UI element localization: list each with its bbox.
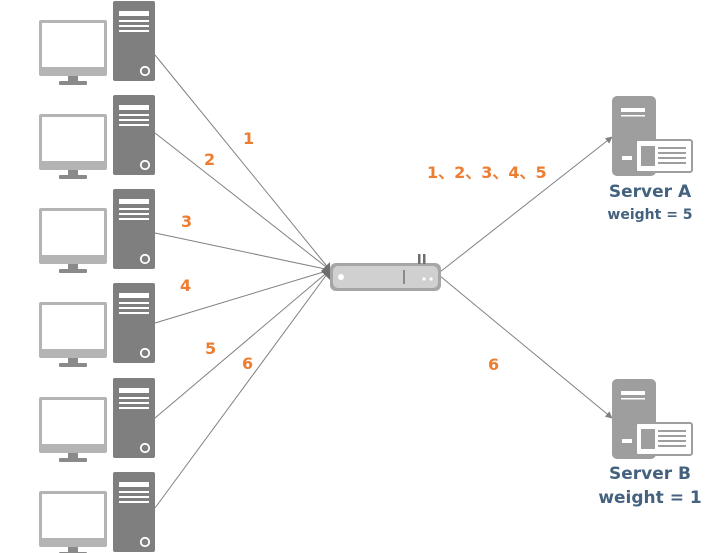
server-a: Server A weight = 5 (607, 95, 693, 223)
tower-pc-icon (112, 94, 156, 176)
arrow-to-server-b (439, 275, 613, 419)
monitor-icon (39, 208, 107, 273)
request-label-4: 4 (180, 276, 191, 295)
tower-pc-icon (112, 188, 156, 270)
monitor-icon (39, 20, 107, 85)
monitor-icon (39, 114, 107, 179)
client-group (39, 0, 156, 553)
tower-pc-icon (112, 377, 156, 459)
connection-line-5 (154, 269, 331, 419)
client-connection-lines (154, 54, 331, 509)
server-a-name: Server A (609, 182, 692, 202)
connection-line-4 (154, 269, 331, 324)
monitor-icon (39, 491, 107, 553)
server-b: Server B weight = 1 (598, 378, 702, 508)
request-label-3: 3 (181, 212, 192, 231)
request-label-6: 6 (242, 354, 253, 373)
server-icon (611, 95, 693, 177)
tower-pc-icon (112, 282, 156, 364)
monitor-icon (39, 397, 107, 462)
server-connection-arrows (439, 136, 613, 419)
tower-pc-icon (112, 0, 156, 82)
request-label-2: 2 (204, 150, 215, 169)
arrow-to-server-a (439, 136, 613, 273)
request-labels: 1 2 3 4 5 6 (180, 129, 254, 373)
tower-pc-icon (112, 471, 156, 553)
server-b-weight: weight = 1 (598, 488, 701, 508)
server-a-weight: weight = 5 (607, 207, 692, 223)
connection-line-6 (154, 269, 331, 509)
connection-line-2 (154, 132, 331, 271)
load-balancer-icon (321, 254, 441, 291)
server-a-requests-label: 1、2、3、4、5 (427, 163, 547, 182)
connection-line-3 (154, 232, 331, 271)
server-b-requests-label: 6 (488, 355, 499, 374)
server-icon (611, 378, 693, 460)
monitor-icon (39, 302, 107, 367)
request-label-5: 5 (205, 339, 216, 358)
connection-line-1 (154, 54, 331, 271)
server-b-name: Server B (609, 464, 691, 484)
request-label-1: 1 (243, 129, 254, 148)
